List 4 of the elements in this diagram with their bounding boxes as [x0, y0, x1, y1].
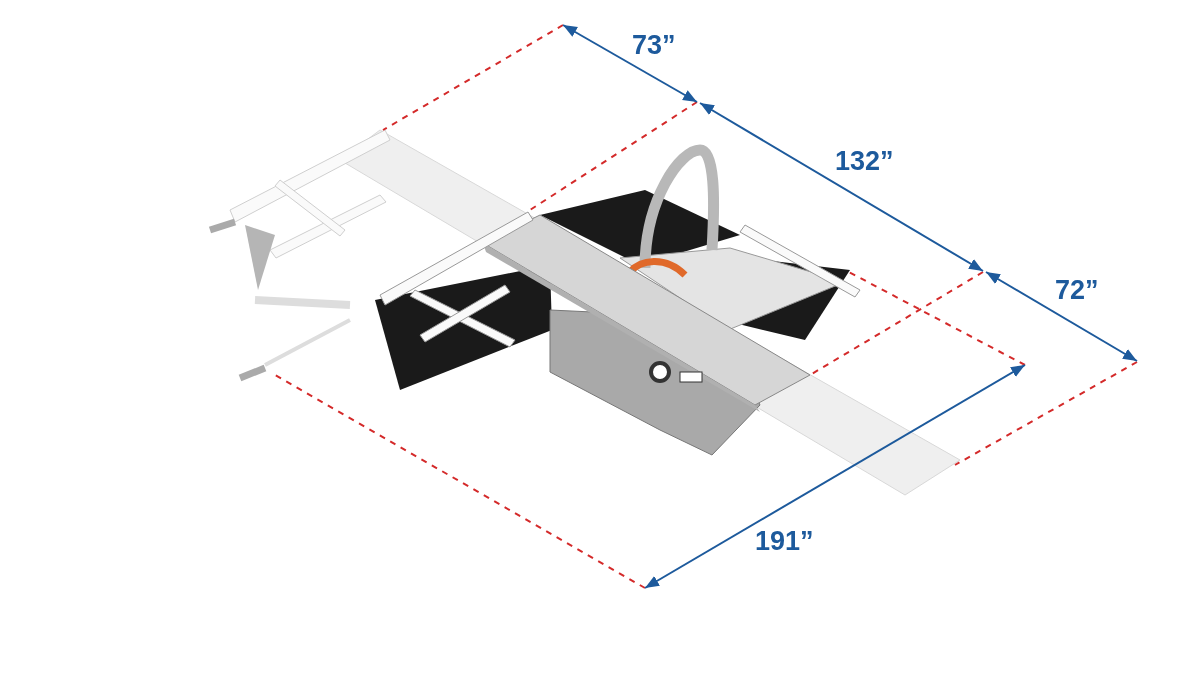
dimension-label: 72” [1055, 277, 1099, 304]
dimension-label: 132” [835, 148, 894, 175]
dimension-label: 73” [632, 32, 676, 59]
dimension-label: 191” [755, 528, 814, 555]
